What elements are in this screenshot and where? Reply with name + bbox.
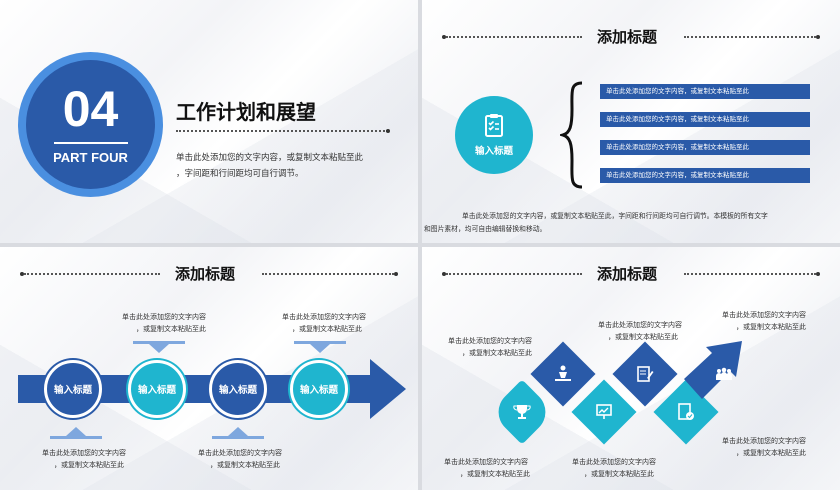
body-line-2: ，字间距和行间距均可自行调节。: [176, 169, 304, 179]
step-circle-2: 输入标题: [128, 360, 186, 418]
top-text-2: 单击此处添加您的文字内容 ，或复制文本粘贴至此: [282, 311, 366, 335]
part-divider: [53, 142, 128, 144]
clipboard-icon: [485, 114, 503, 137]
slide-title: 添加标题: [597, 265, 658, 283]
label-3: 单击此处添加您的文字内容 ，或复制文本粘贴至此: [722, 309, 806, 333]
slide-brace-list[interactable]: 添加标题 输入标题 单击此处添加您的文字内容，或复制文本粘贴至此 单击此处添加您…: [422, 0, 840, 243]
title-dot-left: [442, 35, 446, 39]
step-circle-3: 输入标题: [209, 360, 267, 418]
label-1-line2: ，或复制文本粘贴至此: [462, 349, 532, 357]
top-text-1-line1: 单击此处添加您的文字内容: [122, 313, 206, 321]
bottom-text-1: 单击此处添加您的文字内容 ，或复制文本粘贴至此: [42, 447, 126, 471]
label-2-line1: 单击此处添加您的文字内容: [598, 321, 682, 329]
text-bar-2: 单击此处添加您的文字内容，或复制文本粘贴至此: [600, 112, 810, 127]
part-circle: 04 PART FOUR: [26, 60, 155, 189]
part-label: PART FOUR: [53, 150, 128, 165]
document-check-icon: [678, 403, 694, 420]
bottom-pointer-2: [212, 427, 264, 439]
slide-part-four[interactable]: 04 PART FOUR 工作计划和展望 单击此处添加您的文字内容，或复制文本粘…: [0, 0, 418, 243]
bottom-text-1-line1: 单击此处添加您的文字内容: [42, 449, 126, 457]
label-5-line2: ，或复制文本粘贴至此: [584, 470, 654, 478]
label-6-line2: ，或复制文本粘贴至此: [736, 449, 806, 457]
text-bar-4: 单击此处添加您的文字内容，或复制文本粘贴至此: [600, 168, 810, 183]
bottom-text-2-line1: 单击此处添加您的文字内容: [198, 449, 282, 457]
heading: 工作计划和展望: [176, 100, 316, 124]
title-dot-right: [816, 35, 820, 39]
title-line-left: [446, 273, 582, 275]
label-5-line1: 单击此处添加您的文字内容: [572, 458, 656, 466]
label-4-line2: ，或复制文本粘贴至此: [460, 470, 530, 478]
text-bar-1: 单击此处添加您的文字内容，或复制文本粘贴至此: [600, 84, 810, 99]
slide-title: 添加标题: [175, 265, 236, 283]
body-line-1: 单击此处添加您的文字内容，或复制文本粘贴至此: [176, 153, 364, 163]
body-text: 单击此处添加您的文字内容，或复制文本粘贴至此 ，字间距和行间距均可自行调节。: [176, 150, 363, 182]
teal-circle: 输入标题: [455, 96, 533, 174]
presenter-icon: [555, 365, 571, 381]
title-dot-left: [442, 272, 446, 276]
bottom-pointer-1: [50, 427, 102, 439]
step-circle-1: 输入标题: [44, 360, 102, 418]
circle-label: 输入标题: [474, 146, 513, 157]
text-bar-3: 单击此处添加您的文字内容，或复制文本粘贴至此: [600, 140, 810, 155]
label-2-line2: ，或复制文本粘贴至此: [608, 333, 678, 341]
label-6: 单击此处添加您的文字内容 ，或复制文本粘贴至此: [722, 435, 806, 459]
top-text-1-line2: ，或复制文本粘贴至此: [136, 325, 206, 333]
edit-document-icon: [637, 366, 654, 382]
slide-title: 添加标题: [597, 28, 658, 46]
title-line-right: [684, 273, 816, 275]
label-2: 单击此处添加您的文字内容 ，或复制文本粘贴至此: [598, 319, 682, 343]
label-1-line1: 单击此处添加您的文字内容: [448, 337, 532, 345]
growth-arrow-head: [684, 341, 742, 399]
heading-underline: [176, 130, 388, 132]
slide-arrow-timeline[interactable]: 添加标题 单击此处添加您的文字内容 ，或复制文本粘贴至此 单击此处添加您的文字内…: [0, 247, 418, 490]
top-pointer-1: [133, 341, 185, 353]
title-line-right: [262, 273, 394, 275]
top-pointer-2: [294, 341, 346, 353]
footer-text: 单击此处添加您的文字内容，或复制文本粘贴至此，字间距和行间距均可自行调节。本模板…: [422, 210, 840, 236]
footer-line-2: 和图片素材，均可自由编辑替换和移动。: [424, 225, 547, 233]
top-text-1: 单击此处添加您的文字内容 ，或复制文本粘贴至此: [122, 311, 206, 335]
part-number: 04: [62, 81, 119, 137]
title-line-right: [684, 36, 816, 38]
label-4: 单击此处添加您的文字内容 ，或复制文本粘贴至此: [444, 456, 530, 480]
label-3-line2: ，或复制文本粘贴至此: [736, 323, 806, 331]
label-4-line1: 单击此处添加您的文字内容: [444, 458, 528, 466]
label-1: 单击此处添加您的文字内容 ，或复制文本粘贴至此: [448, 335, 532, 359]
label-5: 单击此处添加您的文字内容 ，或复制文本粘贴至此: [572, 456, 656, 480]
slide-zigzag-growth[interactable]: 添加标题 单击此处添加您的文字内容 ，或复制文本粘: [422, 247, 840, 490]
underline-dot: [386, 129, 390, 133]
chart-board-icon: [596, 404, 612, 419]
footer-line-1: 单击此处添加您的文字内容，或复制文本粘贴至此，字间距和行间距均可自行调节。本模板…: [462, 212, 768, 220]
label-3-line1: 单击此处添加您的文字内容: [722, 311, 806, 319]
team-icon: [716, 367, 732, 380]
curly-brace: [560, 81, 583, 189]
top-text-2-line2: ，或复制文本粘贴至此: [292, 325, 362, 333]
title-dot-right: [394, 272, 398, 276]
title-dot-left: [20, 272, 24, 276]
title-dot-right: [816, 272, 820, 276]
bottom-text-2-line2: ，或复制文本粘贴至此: [210, 461, 280, 469]
bottom-text-1-line2: ，或复制文本粘贴至此: [54, 461, 124, 469]
label-6-line1: 单击此处添加您的文字内容: [722, 437, 806, 445]
title-line-left: [24, 273, 160, 275]
title-line-left: [446, 36, 582, 38]
step-circle-4: 输入标题: [290, 360, 348, 418]
top-text-2-line1: 单击此处添加您的文字内容: [282, 313, 366, 321]
trophy-icon: [513, 405, 531, 419]
bottom-text-2: 单击此处添加您的文字内容 ，或复制文本粘贴至此: [198, 447, 282, 471]
